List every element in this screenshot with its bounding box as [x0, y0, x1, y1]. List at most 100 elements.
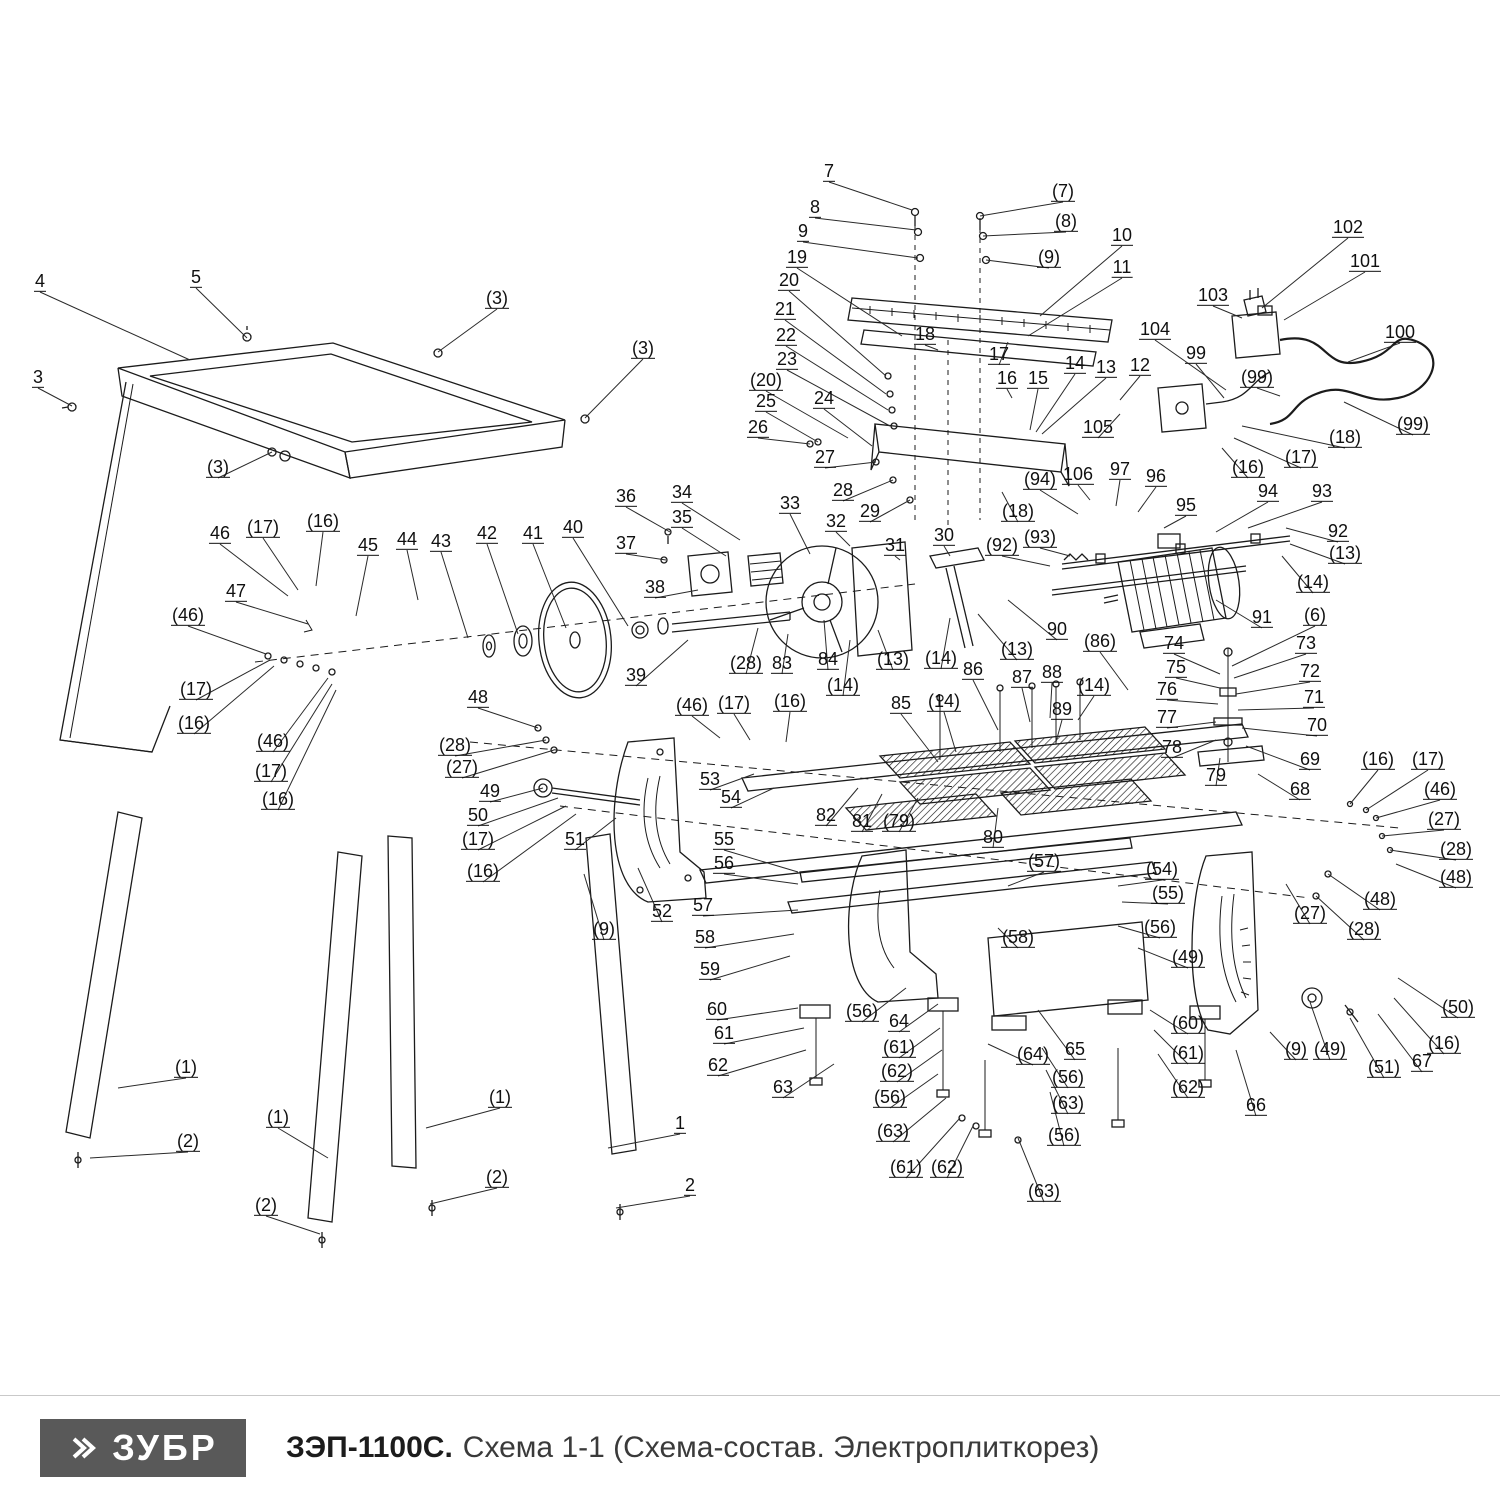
part-label-83: 83 [770, 652, 794, 675]
part-label-3: (3) [631, 337, 655, 360]
part-label-14: (14) [1076, 674, 1112, 697]
part-label-2: (2) [176, 1130, 200, 1153]
part-label-14: 14 [1063, 352, 1087, 375]
part-label-37: 37 [614, 532, 638, 555]
part-label-46: (46) [674, 694, 710, 717]
part-label-64: 64 [887, 1010, 911, 1033]
part-label-17: (17) [253, 760, 289, 783]
part-label-34: 34 [670, 481, 694, 504]
part-label-101: 101 [1348, 250, 1382, 273]
part-label-18: 18 [913, 323, 937, 346]
part-label-2: (2) [485, 1166, 509, 1189]
part-label-50: (50) [1440, 996, 1476, 1019]
part-label-41: 41 [521, 522, 545, 545]
part-label-14: (14) [926, 690, 962, 713]
part-label-95: 95 [1174, 494, 1198, 517]
part-label-16: (16) [305, 510, 341, 533]
part-label-92: (92) [984, 534, 1020, 557]
leader-lines [37, 181, 1459, 1235]
part-label-61: (61) [1170, 1042, 1206, 1065]
part-label-27: (27) [1426, 808, 1462, 831]
part-label-13: (13) [999, 638, 1035, 661]
part-label-61: (61) [888, 1156, 924, 1179]
part-label-42: 42 [475, 522, 499, 545]
part-label-103: 103 [1196, 284, 1230, 307]
part-label-51: (51) [1366, 1056, 1402, 1079]
part-label-93: 93 [1310, 480, 1334, 503]
part-label-27: 27 [813, 446, 837, 469]
part-label-28: (28) [437, 734, 473, 757]
part-label-84: 84 [816, 648, 840, 671]
part-label-68: 68 [1288, 778, 1312, 801]
part-label-44: 44 [395, 528, 419, 551]
zubr-logo: ЗУБР [40, 1419, 246, 1477]
part-label-8: 8 [808, 196, 822, 219]
part-label-82: 82 [814, 804, 838, 827]
part-label-33: 33 [778, 492, 802, 515]
support-stands [533, 724, 1394, 1035]
diagram-caption: ЗЭП-1100С.Схема 1-1 (Схема-состав. Элект… [286, 1431, 1099, 1465]
schema-title: Схема 1-1 (Схема-состав. Электроплиткоре… [462, 1431, 1100, 1464]
part-label-86: (86) [1082, 630, 1118, 653]
zubr-logo-mark [72, 1437, 97, 1459]
part-label-17: (17) [1410, 748, 1446, 771]
part-label-56: (56) [1050, 1066, 1086, 1089]
part-label-3: (3) [206, 456, 230, 479]
part-label-15: 15 [1026, 367, 1050, 390]
part-label-91: 91 [1250, 606, 1274, 629]
part-label-18: (18) [1000, 500, 1036, 523]
part-label-63: (63) [1026, 1180, 1062, 1203]
part-label-94: 94 [1256, 480, 1280, 503]
part-label-46: (46) [255, 730, 291, 753]
part-label-56: (56) [872, 1086, 908, 1109]
part-label-16: (16) [176, 712, 212, 735]
part-label-87: 87 [1010, 666, 1034, 689]
part-label-59: 59 [698, 958, 722, 981]
part-label-17: (17) [178, 678, 214, 701]
part-label-16: (16) [465, 860, 501, 883]
motor [1103, 533, 1241, 649]
part-label-35: 35 [670, 506, 694, 529]
part-label-36: 36 [614, 485, 638, 508]
part-label-3: (3) [485, 287, 509, 310]
part-label-67: 67 [1410, 1050, 1434, 1073]
part-label-17: (17) [245, 516, 281, 539]
footer: ЗУБР ЗЭП-1100С.Схема 1-1 (Схема-состав. … [0, 1395, 1500, 1500]
part-label-28: (28) [1438, 838, 1474, 861]
part-label-9: 9 [796, 220, 810, 243]
angle-bracket-stack [1197, 647, 1265, 767]
part-label-61: 61 [712, 1022, 736, 1045]
part-label-19: 19 [785, 246, 809, 269]
part-label-25: 25 [754, 390, 778, 413]
part-label-14: (14) [1295, 571, 1331, 594]
part-label-48: 48 [466, 686, 490, 709]
part-label-16: (16) [772, 690, 808, 713]
part-label-54: 54 [719, 786, 743, 809]
part-label-66: 66 [1244, 1094, 1268, 1117]
blade-guard [765, 541, 985, 659]
cutting-disc-assembly [264, 528, 791, 699]
part-label-4: 4 [33, 270, 47, 293]
part-label-51: 51 [563, 828, 587, 851]
part-label-24: 24 [812, 387, 836, 410]
brand-name: ЗУБР [112, 1427, 218, 1468]
part-label-65: 65 [1063, 1038, 1087, 1061]
part-label-49: 49 [478, 780, 502, 803]
part-label-16: 16 [995, 367, 1019, 390]
part-label-1: (1) [488, 1086, 512, 1109]
part-label-62: (62) [1170, 1076, 1206, 1099]
part-label-90: 90 [1045, 618, 1069, 641]
part-label-1: (1) [266, 1106, 290, 1129]
part-label-69: 69 [1298, 748, 1322, 771]
part-label-79: 79 [1204, 764, 1228, 787]
part-label-17: 17 [987, 343, 1011, 366]
part-label-14: (14) [923, 647, 959, 670]
part-label-81: 81 [850, 810, 874, 833]
part-label-17: (17) [1283, 446, 1319, 469]
part-label-105: 105 [1081, 416, 1115, 439]
part-label-43: 43 [429, 530, 453, 553]
part-label-60: 60 [705, 998, 729, 1021]
part-label-5: 5 [189, 266, 203, 289]
part-label-7: (7) [1051, 180, 1075, 203]
